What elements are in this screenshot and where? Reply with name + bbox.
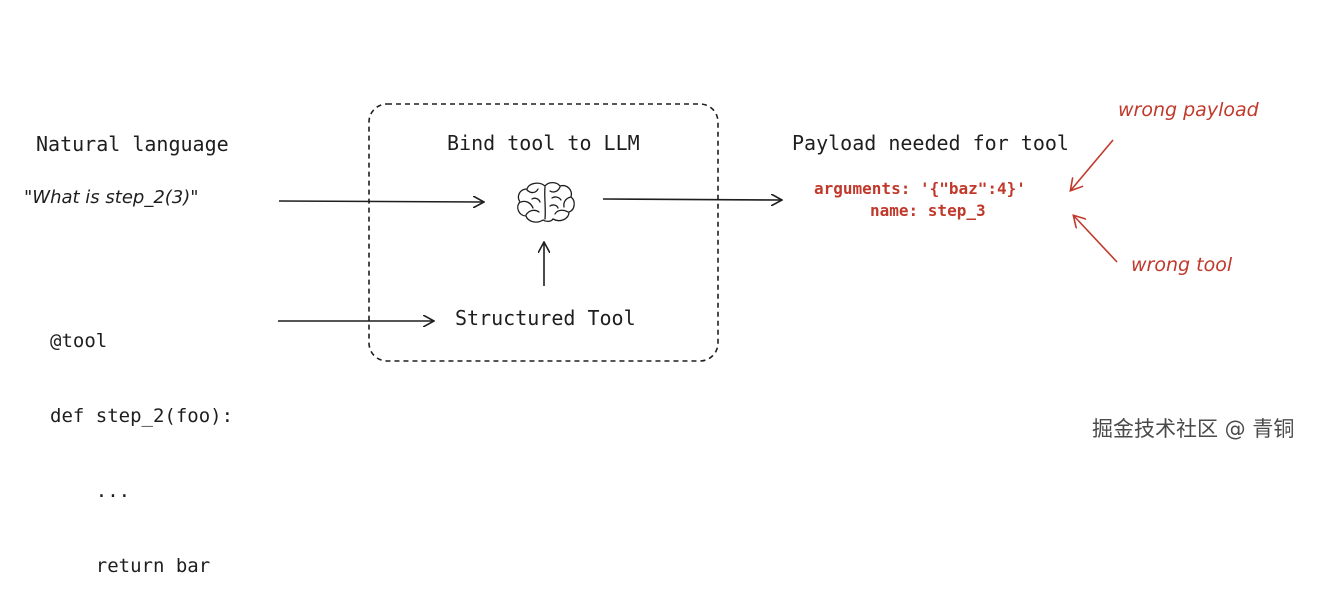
wrong-tool-annotation: wrong tool xyxy=(1131,254,1233,276)
wrong-payload-annotation: wrong payload xyxy=(1118,99,1259,121)
arrow-query-to-llm xyxy=(278,201,483,202)
arrow-wrong-payload xyxy=(1071,139,1114,190)
code-line-def: def step_2(foo): xyxy=(50,405,234,427)
payload-heading: Payload needed for tool xyxy=(792,131,1069,155)
code-line-ellipsis: ... xyxy=(50,480,131,502)
diagram-connectors xyxy=(278,103,1118,362)
payload-arguments: arguments: '{"baz":4}' xyxy=(814,179,1026,198)
code-line-decorator: @tool xyxy=(50,330,108,352)
tool-definition-code: @tool def step_2(foo): ... return bar xyxy=(50,279,233,604)
natural-language-query: "What is step_2(3)" xyxy=(24,187,199,208)
arrow-llm-to-payload xyxy=(602,199,781,200)
payload-name: name: step_3 xyxy=(870,201,986,220)
arrow-wrong-tool xyxy=(1074,216,1118,263)
brain-icon xyxy=(517,181,575,223)
watermark: 掘金技术社区 @ 青铜 xyxy=(1092,417,1295,441)
code-line-return: return bar xyxy=(50,555,211,577)
bind-tool-box xyxy=(368,103,719,362)
structured-tool-label: Structured Tool xyxy=(455,306,636,330)
natural-language-heading: Natural language xyxy=(36,132,229,156)
bind-tool-heading: Bind tool to LLM xyxy=(447,131,640,155)
